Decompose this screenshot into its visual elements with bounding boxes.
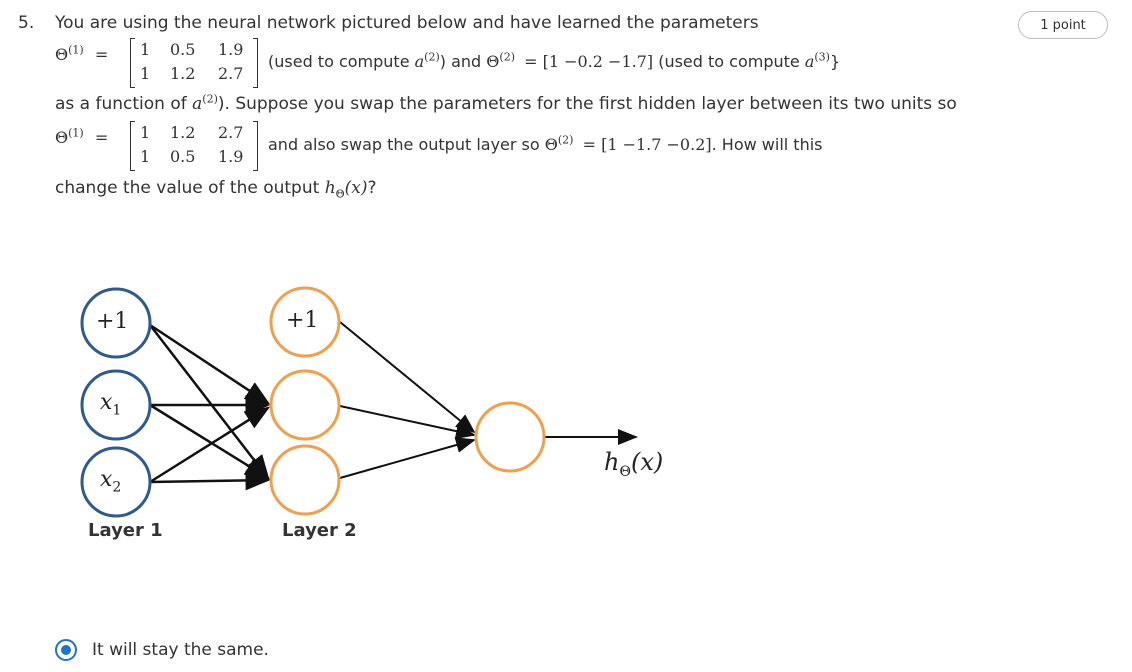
edge-h2-out — [339, 437, 476, 479]
layer-1-label: Layer 1 — [88, 520, 163, 541]
theta1-note: (used to compute a(2)) and Θ(2) = [1 −0.… — [268, 50, 841, 71]
input-hidden-connections — [149, 323, 271, 491]
swap-output-text: and also swap the output layer so Θ(2) =… — [268, 133, 823, 154]
edge-h1-out — [339, 405, 476, 440]
question-line-1: You are using the neural network picture… — [55, 13, 759, 33]
question-line-3: as a function of a(2)). Suppose you swap… — [55, 92, 957, 114]
edge-bias-h1 — [149, 323, 271, 405]
input-x1-label: x1 — [100, 390, 122, 419]
question-number: 5. — [18, 13, 35, 33]
edge-x1-h2 — [149, 403, 271, 480]
hidden-node-1 — [269, 369, 341, 441]
hidden-bias-label: +1 — [286, 308, 319, 333]
edge-bias-h2 — [149, 324, 270, 480]
theta1-label: Θ(1) = — [55, 43, 109, 64]
theta1-swapped-matrix: 1 1.2 2.7 1 0.5 1.9 — [130, 121, 258, 171]
input-node-x2 — [80, 446, 152, 518]
edge-x2-h2 — [149, 470, 271, 491]
edge-x2-h1 — [149, 406, 271, 484]
output-node — [474, 401, 546, 473]
input-bias-label: +1 — [96, 309, 129, 334]
hidden-node-2 — [269, 444, 341, 516]
layer-2-label: Layer 2 — [282, 520, 357, 541]
edge-hbias-out — [339, 321, 476, 434]
input-node-bias — [80, 287, 152, 359]
theta1-swapped-label: Θ(1) = — [55, 126, 109, 147]
points-badge: 1 point — [1018, 11, 1108, 39]
question-line-5: change the value of the output hΘ(x)? — [55, 178, 377, 201]
radio-dot — [61, 645, 71, 655]
input-node-x1 — [80, 369, 152, 441]
input-x2-label: x2 — [100, 467, 122, 496]
output-label: hΘ(x) — [604, 448, 664, 480]
theta1-matrix: 1 0.5 1.9 1 1.2 2.7 — [130, 38, 258, 88]
answer-radio-selected[interactable] — [55, 639, 77, 661]
hidden-output-connections — [339, 321, 638, 479]
hidden-node-bias — [269, 286, 341, 358]
answer-option-label[interactable]: It will stay the same. — [92, 640, 269, 660]
